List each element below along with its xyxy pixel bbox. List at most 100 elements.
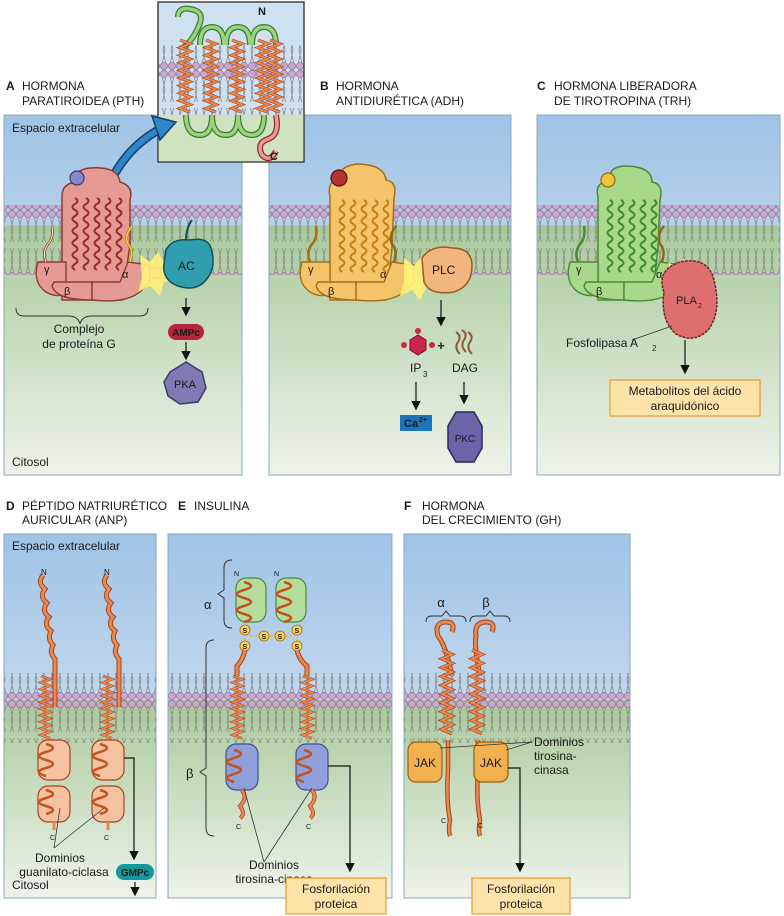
insulin-c-right: C [306, 824, 311, 831]
beta-subunit-a: β [64, 286, 70, 298]
beta-subunit-b: β [328, 286, 334, 298]
pla2-label: PLA [676, 295, 697, 307]
s-bond-1: S [243, 628, 248, 635]
cytosol-label-d: Citosol [12, 878, 49, 892]
pkc-label: PKC [455, 434, 476, 445]
gh-receptor: C C α β [425, 595, 511, 837]
s-bond-2: S [243, 644, 248, 651]
panel-d-title-line2: AURICULAR (ANP) [22, 513, 127, 527]
panel-d-letter: D [6, 499, 15, 513]
phospholipase-a2: PLA 2 [661, 260, 718, 339]
disulfide-bonds: S S S S S S [239, 624, 303, 652]
insulin-alpha-label: α [204, 597, 212, 612]
panel-a-letter: A [6, 79, 15, 93]
gh-output-line2: proteica [500, 897, 543, 911]
calcium-superscript: 2+ [419, 417, 427, 424]
panel-c-title-line2: DE TIROTROPINA (TRH) [554, 94, 691, 108]
adh-hormone [330, 169, 348, 187]
insulin-domain-leader [243, 787, 313, 863]
ip3-label: IP [410, 361, 421, 375]
panel-d-title-line1: PÉPTIDO NATRIURÉTICO [22, 498, 167, 513]
s-bond-3: S [262, 634, 267, 641]
gmpc-badge: GMPc [116, 864, 154, 880]
insulin-domain-label-1: Dominios [249, 858, 299, 872]
panel-d-background [3, 533, 157, 899]
arachidonic-line2: araquidónico [651, 399, 720, 413]
arachidonic-line1: Metabolitos del ácido [629, 384, 742, 398]
pth-receptor [61, 167, 132, 301]
jak-right-label: JAK [480, 756, 502, 770]
panel-f-title-line2: DEL CRECIMIENTO (GH) [422, 513, 561, 527]
anp-left-n: N [41, 568, 47, 577]
anp-right-n: N [104, 568, 110, 577]
panel-a-title-line2: PARATIROIDEA (PTH) [22, 94, 144, 108]
ip3-subscript: 3 [423, 370, 428, 379]
panel-b-title-line1: HORMONA [336, 79, 399, 93]
g-protein-complex-label-2: de proteína G [42, 337, 115, 351]
dag-molecule [455, 329, 473, 355]
jak-kinase-right: JAK [473, 741, 509, 783]
alpha-subunit-b: α [380, 269, 387, 281]
g-protein-brace [15, 307, 149, 325]
beta-subunit-c: β [596, 286, 602, 298]
gh-domain-label-3: cinasa [534, 763, 569, 777]
phospholipase-c: PLC [421, 246, 473, 294]
insulin-n-right: N [274, 571, 279, 578]
trh-hormone [600, 172, 616, 188]
anp-receptor-left: N C [37, 568, 71, 842]
gh-phosphorylation-box: Fosforilación proteica [471, 877, 571, 915]
calcium-badge: Ca 2+ [400, 415, 432, 431]
s-bond-5: S [295, 628, 300, 635]
anp-domain-leader [53, 807, 105, 849]
gh-c-right: C [478, 823, 483, 830]
ampc-badge: AMPc [168, 324, 204, 340]
phospholipase-a2-subscript: 2 [652, 344, 657, 353]
panel-b-letter: B [320, 79, 329, 93]
insulin-output-line2: proteica [315, 897, 358, 911]
gamma-subunit-a: γ [44, 264, 50, 276]
pka-kinase: PKA [163, 361, 207, 405]
anp-right-c: C [104, 835, 109, 842]
gh-alpha-label: α [437, 595, 445, 610]
gh-beta-label: β [482, 595, 489, 610]
g-protein-complex-label-1: Complejo [54, 322, 105, 336]
adenylate-cyclase: AC [163, 219, 214, 289]
pka-label: PKA [174, 379, 197, 391]
ac-label: AC [178, 259, 195, 273]
seven-transmembrane-inset: N C [157, 1, 305, 163]
panel-e-title-line1: INSULINA [194, 499, 249, 513]
calcium-label: Ca [404, 418, 419, 430]
panel-a-title-line1: HORMONA [22, 79, 85, 93]
jak-left-label: JAK [414, 756, 436, 770]
arachidonic-metabolites-box: Metabolitos del ácido araquidónico [609, 379, 761, 417]
gamma-subunit-b: γ [308, 264, 314, 276]
panel-c-title-line1: HORMONA LIBERADORA [554, 79, 697, 93]
panel-f-title-line1: HORMONA [422, 499, 485, 513]
ampc-label: AMPc [172, 328, 200, 339]
gh-c-left: C [441, 818, 446, 825]
extracellular-label-d: Espacio extracelular [12, 539, 120, 553]
panel-f-background [403, 533, 631, 899]
insulin-beta-subunits: C C β [186, 639, 329, 837]
extracellular-label-a: Espacio extracelular [12, 121, 120, 135]
insulin-beta-label: β [186, 766, 193, 781]
alpha-subunit-c: α [656, 269, 663, 281]
ip3-molecule [401, 328, 435, 356]
insulin-phosphorylation-box: Fosforilación proteica [285, 877, 387, 915]
pth-hormone [69, 170, 85, 186]
jak-kinase-left: JAK [407, 741, 443, 783]
gh-domain-label-1: Dominios [534, 735, 584, 749]
anp-receptor-right: N C [91, 568, 125, 842]
plc-label: PLC [432, 263, 456, 277]
pla2-leader [631, 325, 673, 341]
s-bond-6: S [295, 644, 300, 651]
gh-output-line1: Fosforilación [487, 882, 555, 896]
anp-domain-label-1: Dominios [35, 851, 85, 865]
inset-c-terminus: C [270, 151, 278, 163]
anp-left-c: C [50, 835, 55, 842]
gh-domain-leader [439, 741, 533, 751]
phospholipase-a2-label: Fosfolipasa A [566, 336, 638, 350]
insulin-alpha-subunits: N N α [204, 559, 307, 629]
alpha-subunit-a: α [122, 269, 129, 281]
